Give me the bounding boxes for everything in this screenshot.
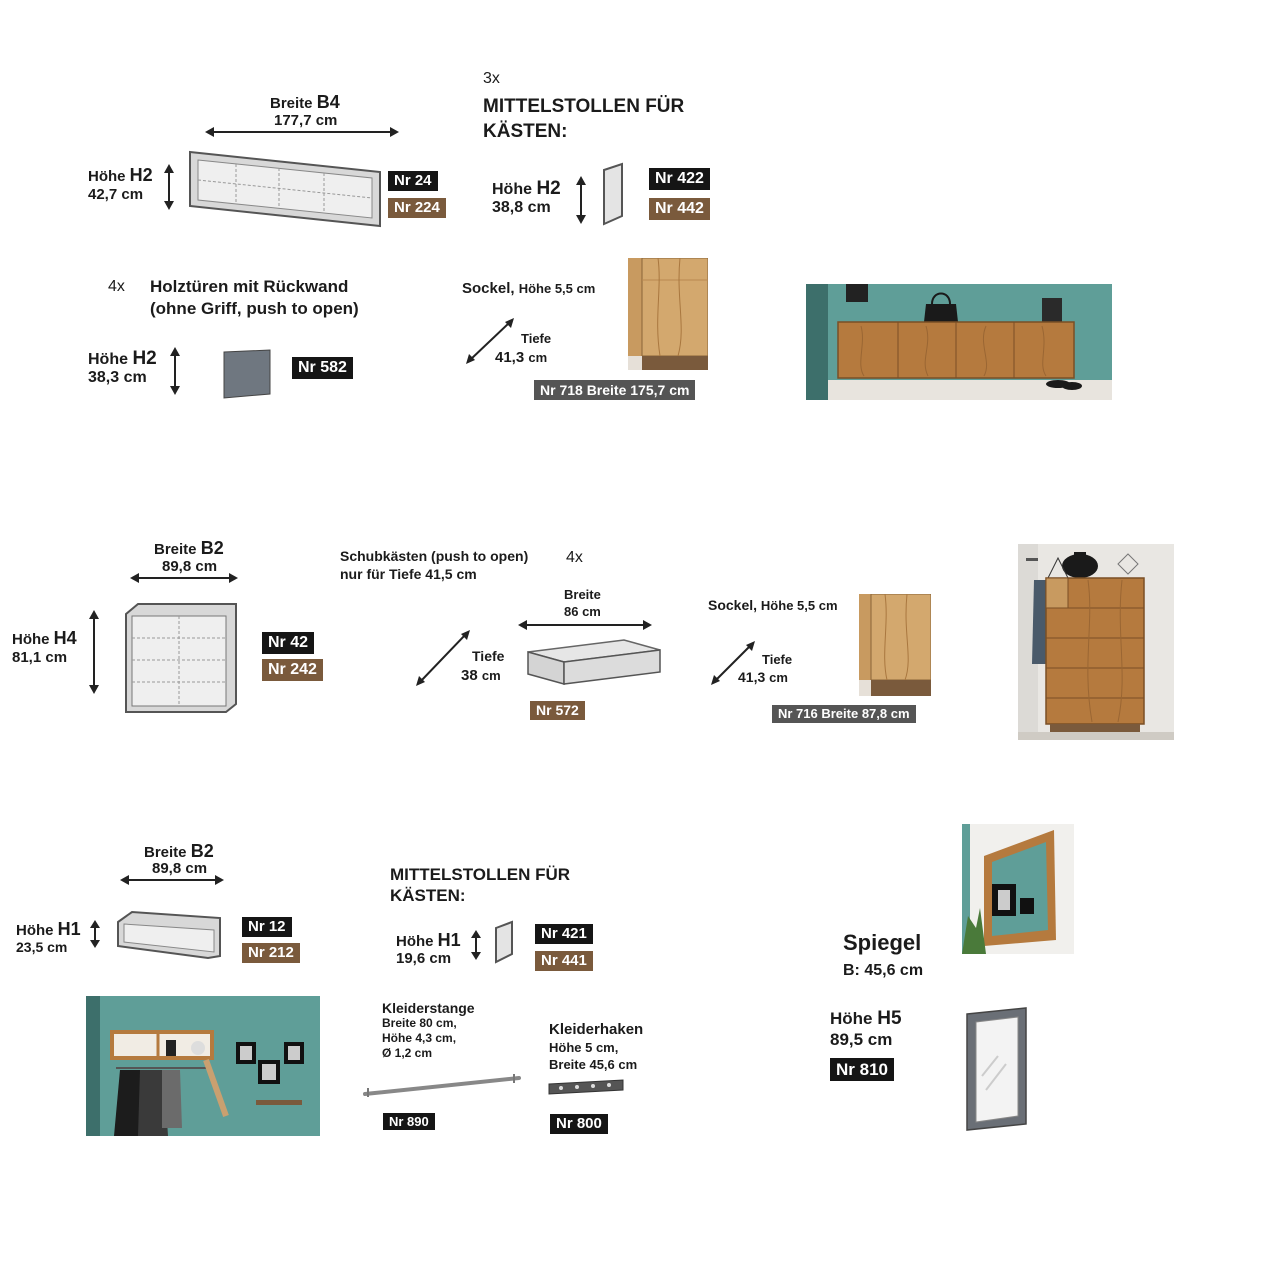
depth-arrow-icon [711,641,755,685]
coat-rack-room-photo [86,996,320,1136]
tiefe-value: 41,3 cm [495,349,548,366]
sockel-photo [628,258,708,370]
hoehe-label: Höhe H2 [88,348,157,369]
tiefe-label: Tiefe [762,652,793,667]
hoehe-value: 38,8 cm [492,199,551,216]
drawers-title: Schubkästen (push to open) [340,548,529,564]
width-arrow-icon [518,620,652,630]
hoehe-value: 23,5 cm [16,939,68,955]
nr-badge-oak: Nr 442 [649,198,710,220]
hoehe-value: 89,5 cm [830,1030,893,1049]
width-arrow-icon [205,127,399,137]
kleiderhaken-title: Kleiderhaken [549,1021,644,1038]
depth-arrow-icon [466,318,514,364]
breite-value: 89,8 cm [162,558,218,575]
hoehe-value: 81,1 cm [12,649,68,666]
hoehe-label: Höhe H2 [492,178,561,199]
breite-label: Breite B4 [270,92,340,112]
nr-badge-oak: Nr 242 [262,659,323,681]
hoehe-label: Höhe H1 [396,930,461,950]
spiegel-title: Spiegel [843,930,922,955]
tiefe-value: 38 cm [461,667,501,684]
drawers-subtitle: nur für Tiefe 41,5 cm [340,566,477,582]
divider-panel-drawing [603,162,623,226]
hoehe-label: Höhe H4 [12,628,77,648]
wall-cabinet-drawing [189,150,381,228]
height-arrow-icon [90,920,100,948]
sockel-label: Sockel, Höhe 5,5 cm [462,280,596,297]
hoehe-label: Höhe H1 [16,919,81,939]
nr-badge: Nr 422 [649,168,710,190]
nr-badge: Nr 42 [262,632,315,654]
tiefe-value: 41,3 cm [738,669,788,685]
tiefe-label: Tiefe [472,648,505,664]
spiegel-breite: B: 45,6 cm [843,962,924,979]
nr-badge: Nr 12 [242,917,292,937]
mirror-drawing [966,1007,1027,1131]
width-arrow-icon [120,875,224,885]
sockel-label: Sockel, Höhe 5,5 cm [708,597,838,613]
section-title: KÄSTEN: [483,121,568,142]
drawer-drawing [527,639,661,685]
breite-value: 86 cm [564,604,601,619]
kleiderstange-spec: Höhe 4,3 cm, [382,1031,457,1045]
divider-panel-drawing [495,920,513,964]
mirror-room-photo [962,824,1074,954]
hoehe-value: 42,7 cm [88,186,144,203]
coat-hook-drawing [548,1079,624,1095]
nr-badge: Nr 582 [292,357,353,379]
nr-badge: Nr 421 [535,924,593,944]
count-label: 4x [566,549,583,566]
nr-badge: Nr 718 Breite 175,7 cm [534,380,696,400]
kleiderstange-title: Kleiderstange [382,1000,475,1016]
height-arrow-icon [89,610,99,694]
breite-label: Breite B2 [144,841,214,861]
height-arrow-icon [576,176,586,224]
count-label: 3x [483,70,500,87]
sockel-photo [859,594,931,696]
nr-badge-oak: Nr 441 [535,951,593,971]
nr-badge: Nr 800 [550,1114,608,1134]
count-label: 4x [108,278,125,295]
breite-label: Breite B2 [154,538,224,558]
clothes-rail-drawing [363,1074,521,1097]
nr-badge-oak: Nr 212 [242,943,300,963]
hoehe-label: Höhe H5 [830,1008,902,1029]
depth-arrow-icon [416,630,470,686]
kleiderstange-spec: Ø 1,2 cm [382,1046,433,1060]
kleiderhaken-spec: Höhe 5 cm, [549,1040,619,1055]
nr-badge: Nr 24 [388,171,438,191]
nr-badge: Nr 890 [383,1113,435,1130]
shelf-drawing [117,910,221,960]
nr-badge: Nr 810 [830,1058,894,1081]
kleiderstange-spec: Breite 80 cm, [382,1016,457,1030]
sideboard-room-photo [806,284,1112,400]
hoehe-value: 19,6 cm [396,950,452,967]
nr-badge-oak: Nr 224 [388,198,446,218]
height-arrow-icon [170,347,180,395]
kleiderhaken-spec: Breite 45,6 cm [549,1057,638,1072]
breite-value: 177,7 cm [274,112,338,129]
section-title: KÄSTEN: [390,886,466,905]
cabinet-drawing [125,603,237,713]
hoehe-value: 38,3 cm [88,369,147,386]
breite-value: 89,8 cm [152,860,208,877]
doors-title: Holztüren mit Rückwand [150,277,349,296]
width-arrow-icon [130,573,238,583]
section-title: MITTELSTOLLEN FÜR [390,865,571,884]
section-title: MITTELSTOLLEN FÜR [483,96,685,117]
height-arrow-icon [164,164,174,210]
tiefe-label: Tiefe [521,331,552,346]
doors-subtitle: (ohne Griff, push to open) [150,299,359,318]
dresser-room-photo [1018,544,1174,740]
height-arrow-icon [471,930,481,960]
nr-badge: Nr 716 Breite 87,8 cm [772,705,916,723]
hoehe-label: Höhe H2 [88,165,153,185]
door-panel-drawing [223,349,271,399]
nr-badge-oak: Nr 572 [530,701,585,720]
breite-label: Breite [564,587,601,602]
